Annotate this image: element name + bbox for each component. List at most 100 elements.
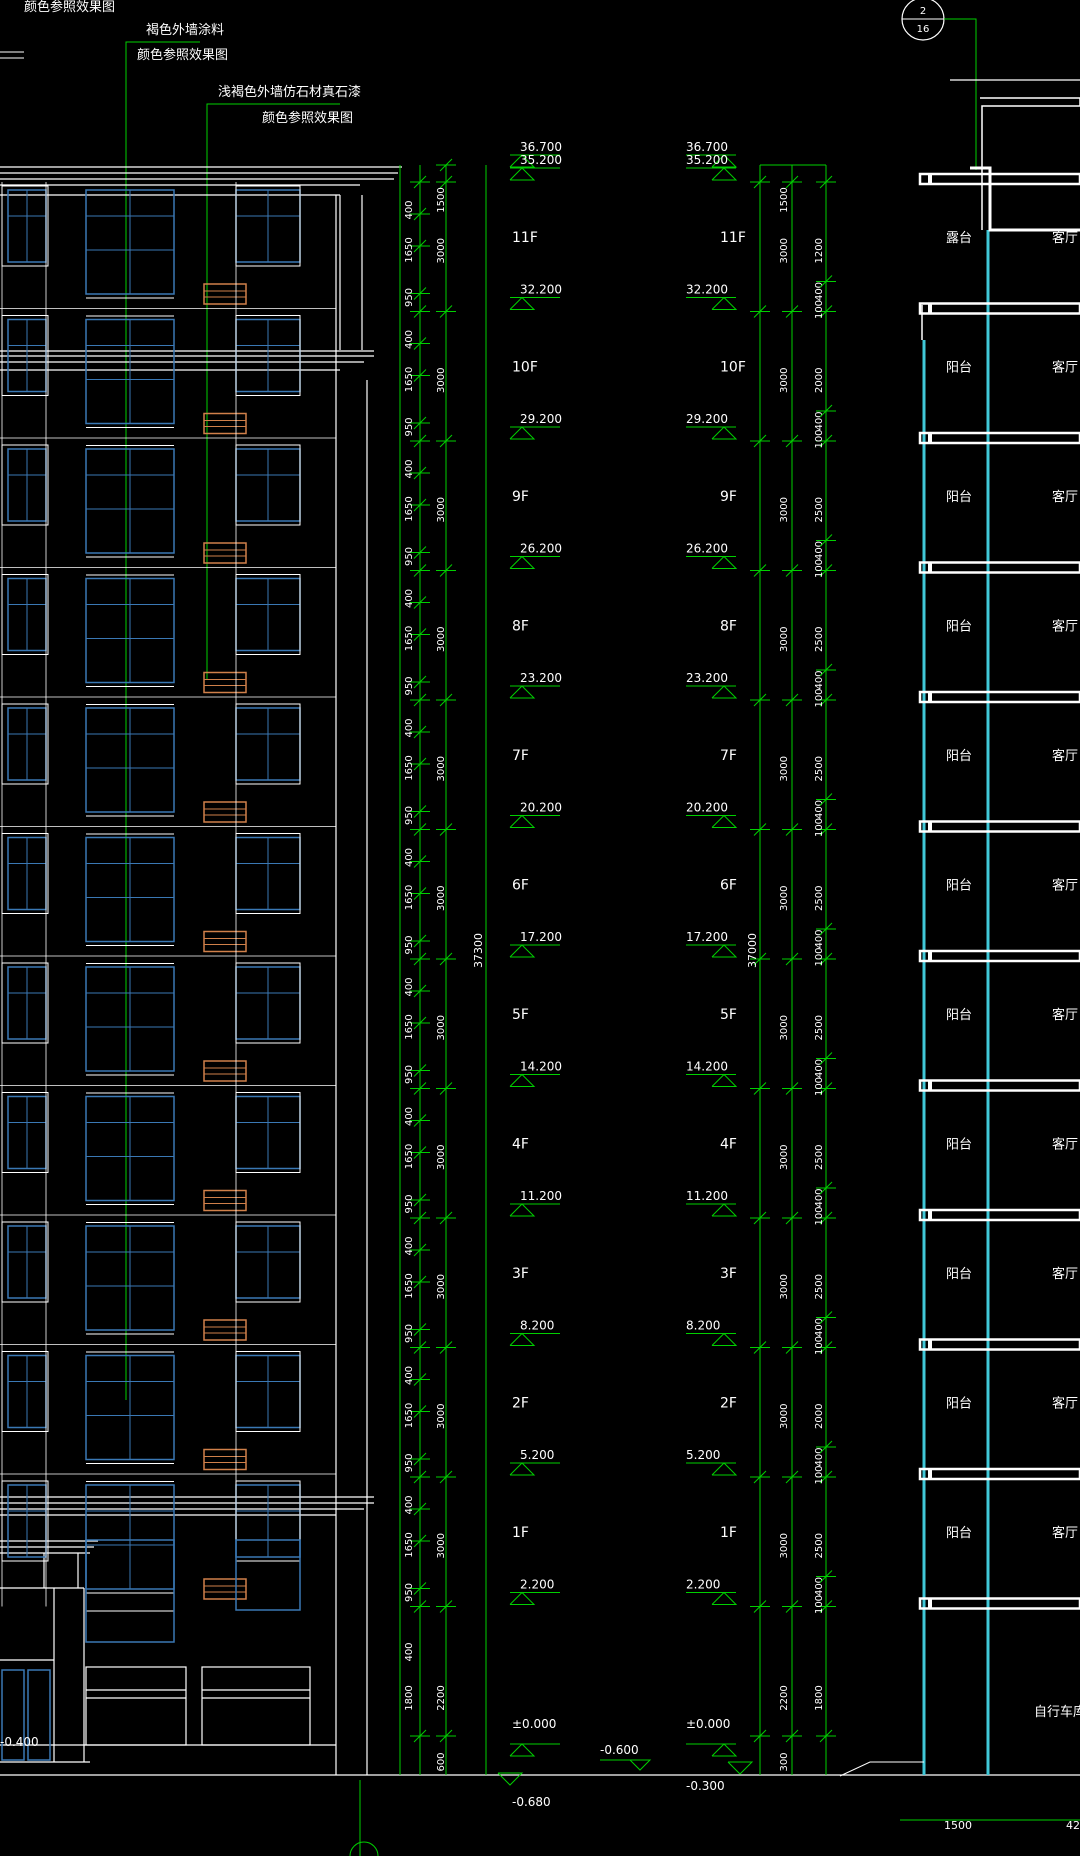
- room-living: 客厅: [1052, 230, 1078, 246]
- ac-grille: [203, 930, 247, 953]
- room-living: 客厅: [1052, 1137, 1078, 1153]
- section-slab: [918, 1338, 1080, 1351]
- left-ground-elevation: -0.400: [0, 1735, 39, 1749]
- dim-sub: 400: [404, 589, 415, 608]
- outside-level-2: -0.300: [686, 1779, 725, 1793]
- room-balcony: 阳台: [946, 620, 972, 635]
- section-slab: [918, 172, 1080, 186]
- ac-grille: [203, 283, 247, 305]
- elevation-triangle: [509, 1591, 536, 1605]
- room-living: 客厅: [1052, 1525, 1078, 1541]
- ac-grille: [203, 1060, 247, 1082]
- floor-label: 7F: [512, 748, 529, 764]
- elevation-triangle: [727, 1761, 754, 1775]
- outside-level: -0.600: [600, 1743, 639, 1757]
- elevation-triangle: [509, 167, 536, 181]
- floor-elevation: 14.200: [686, 1060, 728, 1074]
- section-roof: [980, 97, 1080, 230]
- dim-parapet: 400: [814, 1059, 825, 1078]
- dim-sub: 950: [404, 417, 415, 436]
- dim-sub: 950: [404, 806, 415, 825]
- dim-roof: 1500: [779, 187, 790, 212]
- room-living: 客厅: [1052, 1007, 1078, 1023]
- elevation-triangle: [711, 1743, 738, 1757]
- floor-elevation: 26.200: [520, 542, 562, 556]
- room-bike-storage: 自行车库: [1034, 1704, 1080, 1720]
- room-living: 客厅: [1052, 619, 1078, 635]
- ac-grille: [203, 1578, 247, 1600]
- floor-elevation: 8.200: [686, 1319, 720, 1333]
- dim-sill: 100: [814, 429, 825, 448]
- dim-floor-height: 3000: [436, 1145, 447, 1170]
- note-stone-paint-ref: 颜色参照效果图: [262, 110, 353, 126]
- ac-grille: [203, 801, 247, 823]
- elevation-triangle: [509, 944, 536, 958]
- section-number: 2: [920, 6, 926, 17]
- dim-parapet: 400: [814, 670, 825, 689]
- floor-label: 3F: [720, 1266, 737, 1282]
- dim-floor-height: 3000: [779, 1274, 790, 1299]
- section-slab: [918, 302, 1080, 315]
- note-brown-paint-ref: 颜色参照效果图: [137, 47, 228, 63]
- section-slab: [918, 1597, 1080, 1610]
- floor-elevation: 8.200: [520, 1319, 554, 1333]
- floor-label: 5F: [512, 1007, 529, 1023]
- dim-parapet: 400: [814, 282, 825, 301]
- dim-parapet: 400: [814, 1447, 825, 1466]
- dim-opening: 2500: [814, 756, 825, 781]
- room-living: 客厅: [1052, 360, 1078, 376]
- room-balcony: 阳台: [946, 490, 972, 505]
- dim-sub: 400: [404, 1642, 415, 1661]
- floor-label: 10F: [512, 360, 538, 376]
- elevation-triangle: [509, 1073, 536, 1087]
- floor-label: 6F: [512, 878, 529, 894]
- floor-label: 4F: [720, 1137, 737, 1153]
- dim-floor-height: 3000: [779, 1015, 790, 1040]
- dim-sub: 950: [404, 935, 415, 954]
- dim-ground-sub: 1800: [404, 1685, 415, 1710]
- ac-grille: [203, 671, 247, 694]
- dim-floor-height: 3000: [436, 886, 447, 911]
- floor-label: 10F: [720, 360, 746, 376]
- dim-sill: 100: [814, 1077, 825, 1096]
- dim-opening: 2000: [814, 368, 825, 393]
- floor-elevation: 11.200: [520, 1189, 562, 1203]
- floor-elevation: 29.200: [686, 412, 728, 426]
- elevation-triangle: [497, 1772, 524, 1786]
- elevation-triangle: [509, 814, 536, 828]
- dim-floor-height: 3000: [436, 1274, 447, 1299]
- dim-sub: 400: [404, 977, 415, 996]
- elevation-triangle: [509, 154, 536, 168]
- room-living: 客厅: [1052, 489, 1078, 505]
- room-balcony: 阳台: [946, 361, 972, 376]
- floor-elevation: 2.200: [686, 1578, 720, 1592]
- room-balcony: 阳台: [946, 1397, 972, 1412]
- room-balcony: 阳台: [946, 1138, 972, 1153]
- section-slab: [918, 431, 1080, 445]
- elevation-triangle: [509, 1332, 536, 1346]
- dim-sill: 100: [814, 818, 825, 837]
- floor-label: 8F: [720, 619, 737, 635]
- section-slab: [918, 820, 1080, 833]
- section-slab: [918, 690, 1080, 704]
- dim-top: 1500: [436, 187, 447, 212]
- section-mark: 2 16: [901, 0, 977, 170]
- dim-ground-floor: 2200: [779, 1685, 790, 1710]
- dim-opening: 2500: [814, 627, 825, 652]
- dim-sub: 950: [404, 676, 415, 695]
- leader-stone-paint: [206, 103, 340, 680]
- room-living: 客厅: [1052, 748, 1078, 764]
- elevation-triangle: [509, 426, 536, 440]
- dim-floor-height: 3000: [436, 1015, 447, 1040]
- elevation-triangle: [509, 685, 536, 699]
- dim-floor-height: 3000: [436, 627, 447, 652]
- elevation-triangle: [711, 814, 738, 828]
- ac-grille: [203, 542, 247, 564]
- floor-elevation: 5.200: [686, 1448, 720, 1462]
- dim-floor-height: 3000: [779, 1145, 790, 1170]
- note-stone-paint: 浅褐色外墙仿石材真石漆: [218, 84, 361, 100]
- dim-floor-height: 3000: [779, 627, 790, 652]
- dim-floor-height: 3000: [436, 1404, 447, 1429]
- section-slab: [918, 1079, 1080, 1092]
